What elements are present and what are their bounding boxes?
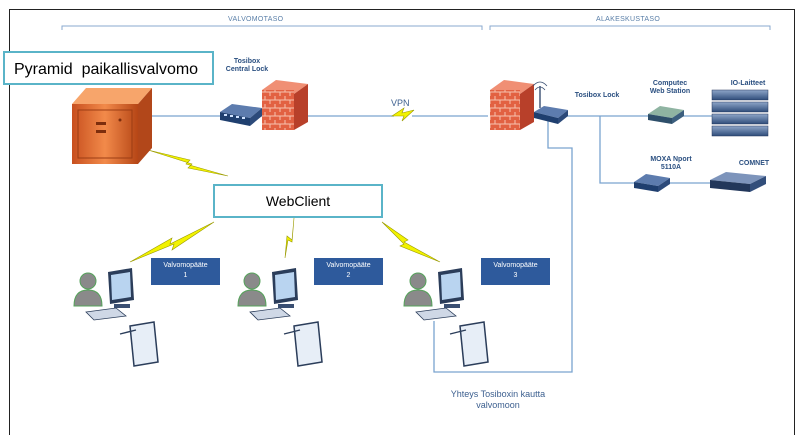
- keyboard-icon: [415, 307, 457, 321]
- comnet-icon: [710, 172, 766, 192]
- tablet-icon: [283, 321, 323, 367]
- station-label-1: Valvomopääte 1: [151, 258, 220, 285]
- keyboard-icon: [249, 307, 291, 321]
- tablet-icon: [449, 321, 489, 367]
- zone-bracket-valvomotaso: [61, 25, 483, 30]
- tosibox-central-lock-label: Tosibox Central Lock: [225, 58, 269, 73]
- operator-person-icon: [403, 272, 433, 307]
- zone-bracket-alakeskustaso: [489, 25, 771, 30]
- comnet-label: COMNET: [738, 160, 770, 167]
- monitor-icon: [108, 268, 134, 308]
- io-devices-icon: [711, 89, 769, 137]
- tosibox-central-lock-icon: [220, 104, 262, 126]
- io-devices-label: IO-Laitteet: [730, 80, 766, 87]
- operator-station-2: [237, 268, 323, 367]
- zone-label-valvomotaso: VALVOMOTASO: [228, 16, 284, 23]
- vpn-bolt: [391, 107, 415, 122]
- pyramid-local-control-room-box: Pyramid paikallisvalvomo: [3, 51, 214, 85]
- wireless-links: [129, 149, 441, 263]
- station-label-2: Valvomopääte 2: [314, 258, 383, 285]
- diagram-frame-left: [9, 9, 10, 435]
- tosibox-lock-icon: [532, 81, 568, 124]
- computec-web-station-icon: [648, 106, 684, 124]
- network-wires: [146, 115, 712, 373]
- diagram-frame: [9, 9, 795, 435]
- zone-label-alakeskustaso: ALAKESKUSTASO: [596, 16, 661, 23]
- computec-label: Computec Web Station: [649, 80, 691, 95]
- tablet-icon: [119, 321, 159, 367]
- operator-station-1: [73, 268, 159, 367]
- server-icon: [72, 88, 152, 164]
- operator-person-icon: [237, 272, 267, 307]
- firewall-icon: [262, 80, 308, 130]
- monitor-icon: [438, 268, 464, 308]
- webclient-box: WebClient: [213, 184, 383, 218]
- moxa-label: MOXA Nport 5110A: [650, 156, 692, 171]
- operator-station-3: [403, 268, 489, 367]
- moxa-nport-icon: [634, 174, 670, 192]
- operator-person-icon: [73, 272, 103, 307]
- firewall-remote-icon: [490, 80, 534, 130]
- tosibox-connection-note: Yhteys Tosiboxin kautta valvomoon: [450, 389, 546, 410]
- keyboard-icon: [85, 307, 127, 321]
- station-label-3: Valvomopääte 3: [481, 258, 550, 285]
- tosibox-lock-label: Tosibox Lock: [574, 92, 620, 99]
- vpn-label: VPN: [391, 98, 410, 108]
- monitor-icon: [272, 268, 298, 308]
